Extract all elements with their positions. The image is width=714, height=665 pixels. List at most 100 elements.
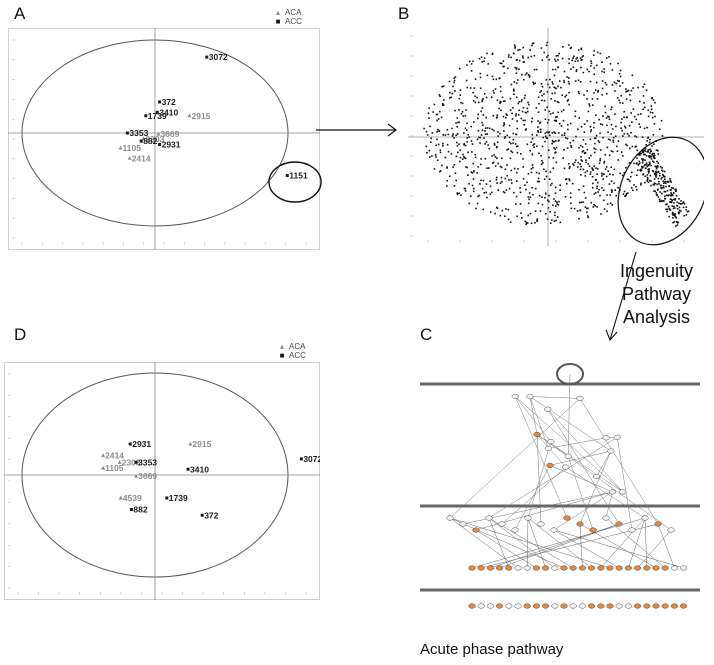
loading-point [428, 107, 430, 110]
loading-point [610, 191, 613, 193]
pathway-node [485, 515, 493, 521]
loading-point [598, 162, 601, 164]
loading-point [594, 137, 597, 140]
loading-point [574, 110, 577, 113]
pathway-edge [529, 396, 580, 399]
loading-point [553, 58, 556, 61]
loading-point [541, 159, 543, 162]
loading-point [536, 220, 539, 223]
loading-point [605, 83, 608, 86]
loading-point [589, 130, 592, 133]
loading-point [557, 58, 559, 61]
pathway-node [496, 565, 504, 571]
loading-point [534, 187, 537, 190]
loading-point [530, 120, 533, 123]
loading-point [660, 169, 663, 172]
pathway-node [634, 565, 642, 571]
loading-point [575, 68, 578, 71]
legend-item-acc: ■ACC [275, 17, 302, 26]
loading-point [568, 82, 570, 85]
ipa-label: Ingenuity Pathway Analysis [620, 260, 693, 329]
loading-point [678, 198, 680, 200]
loading-point [614, 189, 616, 191]
pathway-node [486, 603, 494, 609]
loading-point [523, 124, 526, 126]
loading-point [533, 68, 536, 71]
loading-point [545, 79, 548, 81]
loading-point [605, 166, 608, 168]
loading-point [643, 83, 646, 86]
loading-point [548, 194, 550, 197]
loading-point [523, 97, 526, 99]
loading-point [622, 155, 624, 157]
loading-point [647, 181, 650, 184]
loading-point [515, 96, 518, 99]
loading-point [635, 136, 638, 138]
loading-point [430, 137, 432, 140]
loading-point [636, 174, 638, 176]
loading-point [651, 152, 654, 155]
loading-point [431, 132, 434, 134]
loading-point [607, 115, 609, 118]
loading-point [480, 56, 483, 59]
loading-point [486, 52, 488, 55]
pathway-node [652, 603, 660, 609]
loading-point [557, 204, 560, 206]
loading-point [628, 124, 631, 127]
loading-point [644, 163, 646, 166]
loading-point [479, 136, 481, 139]
loading-point [584, 206, 587, 208]
loading-point [666, 203, 668, 205]
loading-point [554, 192, 557, 194]
pathway-node [641, 515, 649, 521]
loading-point [526, 110, 529, 113]
loading-point [539, 128, 542, 131]
pathway-node [532, 603, 540, 609]
loading-point [589, 173, 592, 175]
loading-point [546, 131, 548, 134]
loading-point [655, 170, 657, 173]
loading-point [685, 209, 687, 211]
loading-point [479, 142, 481, 144]
point-label: 3669 [160, 129, 179, 139]
loading-point [513, 90, 515, 92]
loading-point [652, 170, 655, 173]
loading-point [437, 118, 440, 120]
loading-point [608, 56, 610, 58]
pathway-node [588, 603, 596, 609]
loading-point [503, 123, 506, 126]
loading-point [485, 183, 488, 185]
panel-letter-a: A [14, 4, 26, 23]
loading-point [555, 146, 558, 149]
loading-point [458, 143, 460, 145]
loading-point [563, 81, 566, 84]
loading-point [456, 193, 459, 195]
pathway-node [615, 565, 623, 571]
loading-point [638, 162, 640, 165]
loading-point [508, 124, 511, 127]
loading-point [674, 188, 676, 191]
loading-point [441, 164, 443, 167]
loading-point [603, 199, 605, 202]
loading-point [545, 170, 547, 173]
loading-point [661, 170, 664, 172]
loading-point [458, 97, 461, 100]
loading-point [677, 211, 680, 213]
loading-point [642, 166, 644, 168]
loading-point [451, 92, 454, 95]
data-point-aca [118, 145, 123, 150]
loading-point [525, 188, 527, 191]
loading-point [477, 129, 480, 132]
loading-point [548, 110, 551, 113]
loading-point [504, 116, 507, 119]
pathway-node [551, 565, 559, 571]
loading-point [482, 114, 485, 116]
loading-point [670, 181, 673, 183]
data-point-aca [156, 131, 161, 136]
loading-point [522, 106, 525, 109]
loading-point [654, 115, 656, 118]
loading-point [527, 73, 530, 76]
loading-point [485, 116, 488, 119]
pathway-edge [547, 409, 623, 493]
loading-point [482, 179, 485, 182]
